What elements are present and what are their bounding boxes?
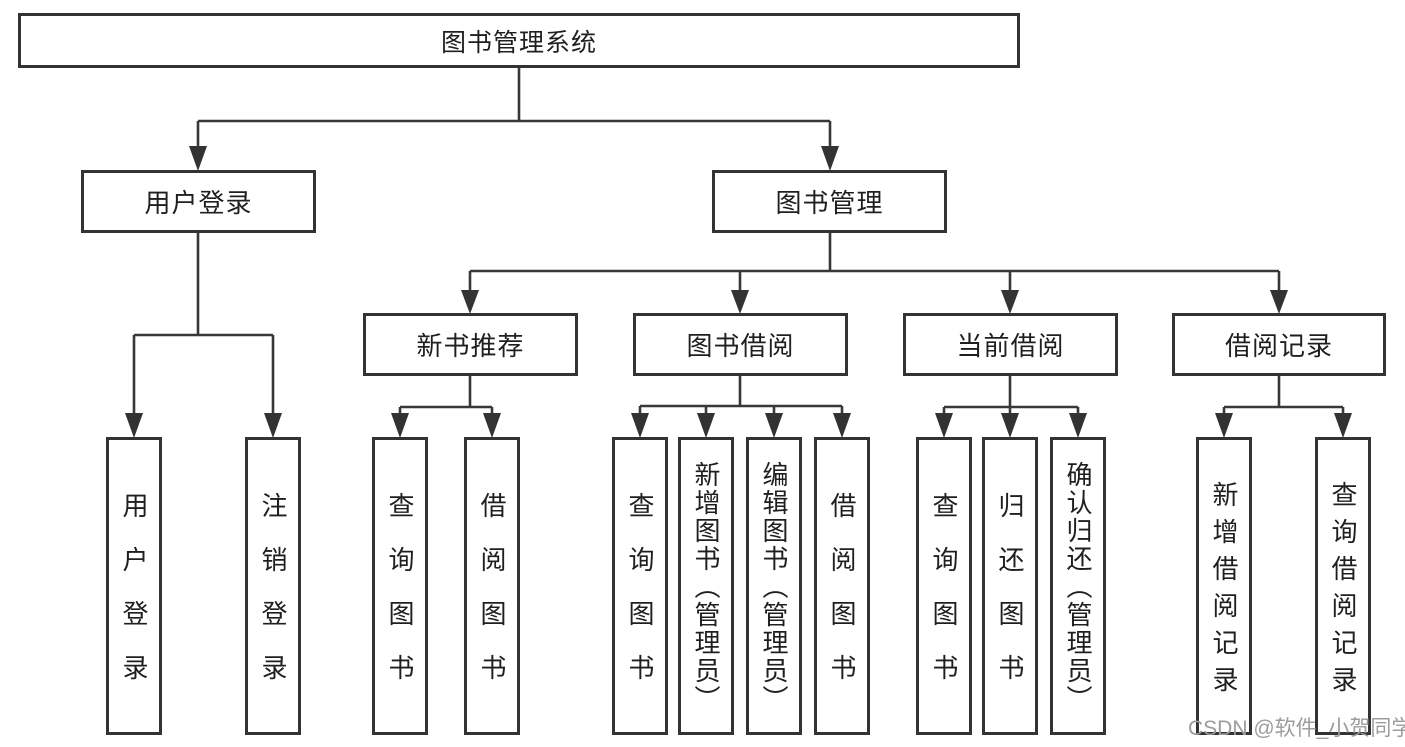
leaf-label: 注销登录 bbox=[258, 492, 288, 708]
node-leaf-user-login: 用户登录 bbox=[106, 437, 162, 735]
node-current-borrow: 当前借阅 bbox=[903, 313, 1118, 376]
node-new-book-recommend: 新书推荐 bbox=[363, 313, 578, 376]
arrowhead bbox=[765, 413, 783, 438]
connector-lines bbox=[132, 68, 1345, 414]
leaf-label: 用户登录 bbox=[119, 492, 149, 708]
arrowhead bbox=[189, 146, 207, 171]
arrowhead bbox=[125, 413, 143, 438]
connector-newbook-to-leaves bbox=[398, 376, 494, 414]
csdn-watermark: CSDN @软件_小贺同学 bbox=[1188, 717, 1405, 740]
node-library-management-system: 图书管理系统 bbox=[18, 13, 1020, 68]
arrowhead bbox=[821, 146, 839, 171]
connector-bookmgmt-to-level3 bbox=[468, 233, 1281, 291]
node-leaf-borrow-book-1: 借阅图书 bbox=[464, 437, 520, 735]
node-leaf-return-book: 归还图书 bbox=[982, 437, 1038, 735]
leaf-label: 借阅图书 bbox=[827, 492, 857, 708]
leaf-label: 确认归还（管理员） bbox=[1063, 461, 1093, 713]
node-leaf-query-book-2: 查询图书 bbox=[612, 437, 668, 735]
connector-record-to-leaves bbox=[1222, 376, 1345, 414]
leaf-label: 查询图书 bbox=[625, 492, 655, 708]
node-user-login: 用户登录 bbox=[81, 170, 316, 233]
node-leaf-query-borrow-record: 查询借阅记录 bbox=[1315, 437, 1371, 735]
arrowhead bbox=[833, 413, 851, 438]
arrowhead bbox=[391, 413, 409, 438]
node-borrow-record: 借阅记录 bbox=[1172, 313, 1386, 376]
leaf-label: 查询图书 bbox=[929, 492, 959, 708]
connector-userlogin-to-leaves bbox=[132, 233, 275, 414]
node-leaf-logout: 注销登录 bbox=[245, 437, 301, 735]
arrowhead bbox=[1001, 413, 1019, 438]
arrowhead bbox=[1001, 290, 1019, 314]
arrowhead bbox=[935, 413, 953, 438]
node-leaf-query-book-3: 查询图书 bbox=[916, 437, 972, 735]
leaf-label: 借阅图书 bbox=[477, 492, 507, 708]
node-leaf-add-book-admin: 新增图书（管理员） bbox=[678, 437, 734, 735]
connector-borrow-to-leaves bbox=[638, 376, 844, 414]
node-leaf-add-borrow-record: 新增借阅记录 bbox=[1196, 437, 1252, 735]
arrowhead bbox=[1069, 413, 1087, 438]
node-book-borrow: 图书借阅 bbox=[633, 313, 848, 376]
arrowhead bbox=[1215, 413, 1233, 438]
arrowhead bbox=[697, 413, 715, 438]
node-leaf-edit-book-admin: 编辑图书（管理员） bbox=[746, 437, 802, 735]
node-leaf-confirm-return-admin: 确认归还（管理员） bbox=[1050, 437, 1106, 735]
leaf-label: 查询图书 bbox=[385, 492, 415, 708]
connector-current-to-leaves bbox=[942, 376, 1080, 414]
arrowhead bbox=[461, 290, 479, 314]
arrowhead bbox=[631, 413, 649, 438]
leaf-label: 编辑图书（管理员） bbox=[759, 461, 789, 713]
node-leaf-borrow-book-2: 借阅图书 bbox=[814, 437, 870, 735]
arrowhead bbox=[264, 413, 282, 438]
connector-root-to-level2 bbox=[196, 68, 832, 149]
leaf-label: 查询借阅记录 bbox=[1328, 480, 1358, 703]
leaf-label: 新增图书（管理员） bbox=[691, 461, 721, 713]
arrowhead bbox=[483, 413, 501, 438]
leaf-label: 归还图书 bbox=[995, 492, 1025, 708]
arrowhead bbox=[1334, 413, 1352, 438]
leaf-label: 新增借阅记录 bbox=[1209, 480, 1239, 703]
node-book-management: 图书管理 bbox=[712, 170, 947, 233]
node-leaf-query-book-1: 查询图书 bbox=[372, 437, 428, 735]
arrowheads bbox=[125, 146, 1352, 438]
arrowhead bbox=[1270, 290, 1288, 314]
arrowhead bbox=[731, 290, 749, 314]
